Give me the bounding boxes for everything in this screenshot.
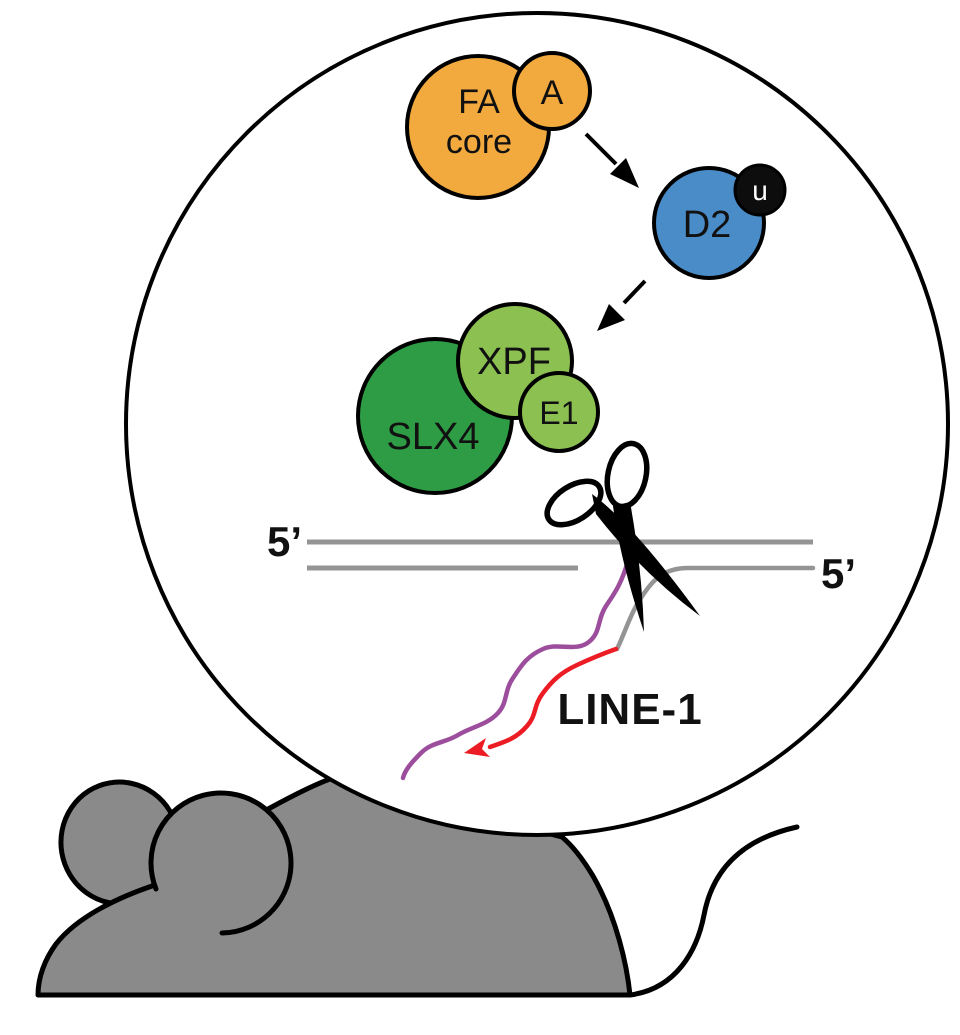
fanca-label: A <box>541 74 564 112</box>
scissors-blade-left <box>613 502 644 632</box>
ercc1-label: E1 <box>539 395 578 431</box>
arrow-fa-to-d2 <box>584 132 639 188</box>
ubiquitin-label: u <box>752 175 768 206</box>
slx4-label: SLX4 <box>387 416 480 458</box>
mouse-tail <box>627 824 800 998</box>
line1-arrow-head <box>464 738 490 757</box>
fancd2-complex: D2 u <box>652 163 787 280</box>
fa-core-label-line2: core <box>446 123 512 161</box>
arrow-d2-to-nuclease-shaft <box>622 279 647 305</box>
scissors-handle-upper <box>604 440 650 510</box>
fanca-circle <box>512 51 592 131</box>
fa-core-label-line1: FA <box>458 83 500 121</box>
line1-label: LINE-1 <box>557 685 702 734</box>
line1-arrow: LINE-1 <box>464 646 702 757</box>
five-prime-right-label: 5’ <box>821 550 856 597</box>
ercc1-circle <box>518 371 600 453</box>
fa-core-complex: FA core A <box>405 51 592 200</box>
line1-nicked-strand-purple <box>400 558 631 781</box>
nuclease-complex: SLX4 XPF E1 <box>356 302 600 495</box>
arrow-d2-to-nuclease-head <box>597 304 625 331</box>
mouse-right-ear-outline <box>148 790 294 936</box>
arrow-fa-to-d2-shaft <box>584 132 618 166</box>
scissors-handle-lower <box>544 478 604 528</box>
fancd2-label: D2 <box>683 204 732 246</box>
arrow-fa-to-d2-head <box>610 158 639 188</box>
ubiquitin-circle <box>733 163 787 217</box>
arrow-d2-to-nuclease <box>597 279 647 331</box>
five-prime-left-label: 5’ <box>267 518 302 565</box>
scissors-icon <box>544 440 700 632</box>
line1-arrow-curve <box>487 646 619 750</box>
xpf-label: XPF <box>477 341 551 383</box>
mouse-right-ear <box>151 793 291 933</box>
